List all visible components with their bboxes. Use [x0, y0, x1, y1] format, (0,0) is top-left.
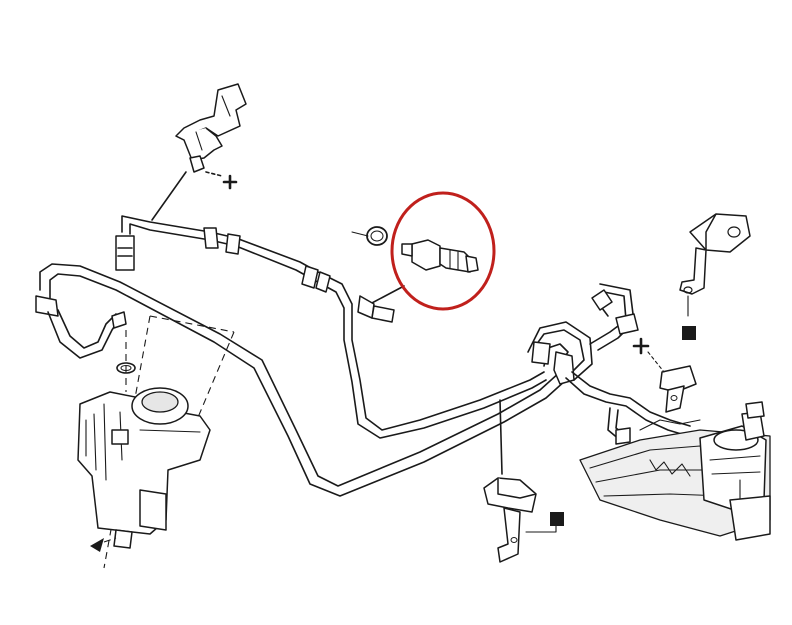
center-hose-bracket [483, 477, 537, 563]
power-steering-pump [77, 387, 211, 549]
pressure-switch-o-ring [351, 226, 388, 246]
right-hose-clamp [659, 365, 697, 413]
hose-loop [527, 321, 593, 385]
rack-feed-hose [565, 283, 691, 445]
upper-bracket-pointer [151, 171, 187, 221]
pressure-hose [115, 215, 547, 439]
leader-line-reservoir [103, 315, 235, 569]
center-bracket-pointer [499, 399, 503, 475]
pressure-switch-fitting [357, 295, 395, 323]
steering-rack [579, 401, 771, 541]
plus-marker-icon [205, 171, 238, 190]
square-marker-icon [550, 512, 564, 526]
pressure-switch-highlight-circle [390, 191, 496, 311]
pressure-switch-pointer [369, 285, 405, 305]
upper-hose-bracket [175, 83, 247, 173]
pressure-switch [401, 239, 479, 273]
upper-right-bracket [679, 213, 751, 295]
pump-o-ring [116, 362, 136, 374]
square-marker-icon [682, 326, 696, 340]
plus-marker-icon [632, 337, 665, 373]
return-hose [35, 263, 567, 497]
triangle-marker-icon [90, 538, 104, 552]
